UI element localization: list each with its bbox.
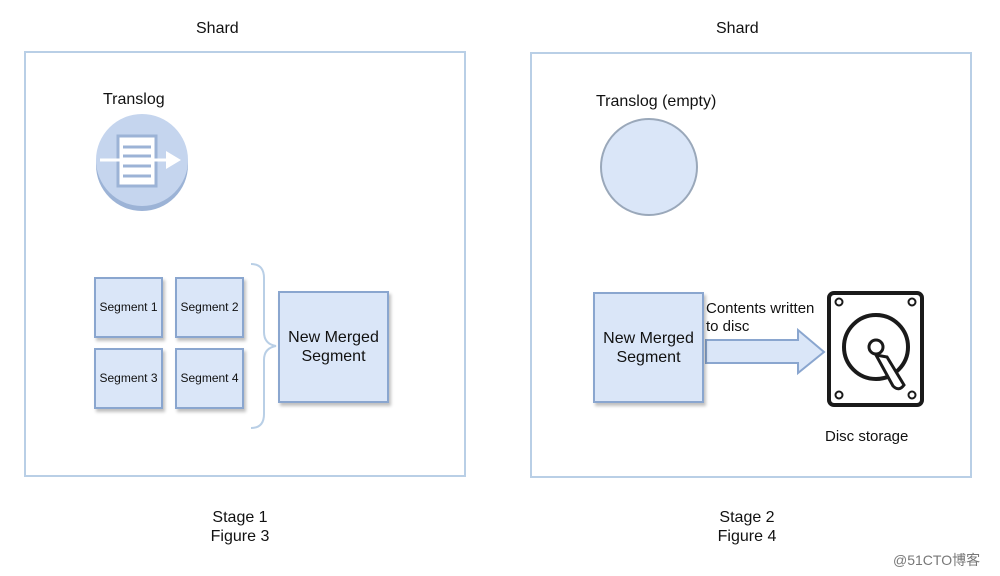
empty-translog-label: Translog (empty) <box>596 93 717 110</box>
merged-segment-1: New Merged Segment <box>278 291 389 403</box>
empty-translog-icon <box>600 118 698 216</box>
merged-segment-1-line1: New Merged <box>288 329 379 346</box>
merged-segment-1-line2: Segment <box>301 348 366 365</box>
segment-2: Segment 2 <box>175 277 244 338</box>
segment-1: Segment 1 <box>94 277 163 338</box>
arrow-caption-line2: to disc <box>706 318 750 335</box>
translog-icon <box>96 114 188 211</box>
watermark: @51CTO博客 <box>893 552 981 568</box>
stage-1-text: Stage 1 <box>212 509 268 526</box>
shard-2-title: Shard <box>716 20 759 37</box>
shard-2-box <box>530 52 972 478</box>
write-arrow <box>705 327 826 376</box>
merged-segment-2-line1: New Merged <box>603 329 694 347</box>
merge-brace <box>250 263 277 429</box>
shard-1-title: Shard <box>196 20 239 37</box>
stage-1-label: Stage 1 Figure 3 <box>190 508 290 546</box>
disc-storage-label: Disc storage <box>825 428 909 445</box>
segment-3: Segment 3 <box>94 348 163 409</box>
arrow-caption: Contents written to disc <box>706 300 814 336</box>
translog-label: Translog <box>103 91 165 108</box>
merged-segment-2: New Merged Segment <box>593 292 704 403</box>
stage-2-text: Stage 2 <box>719 509 775 526</box>
segment-4: Segment 4 <box>175 348 244 409</box>
figure-4-text: Figure 4 <box>717 528 777 545</box>
stage-2-label: Stage 2 Figure 4 <box>697 508 797 546</box>
merged-segment-2-line2: Segment <box>616 348 681 366</box>
hard-disk-icon <box>827 291 924 407</box>
figure-3-text: Figure 3 <box>210 528 270 545</box>
arrow-caption-line1: Contents written <box>706 300 815 317</box>
